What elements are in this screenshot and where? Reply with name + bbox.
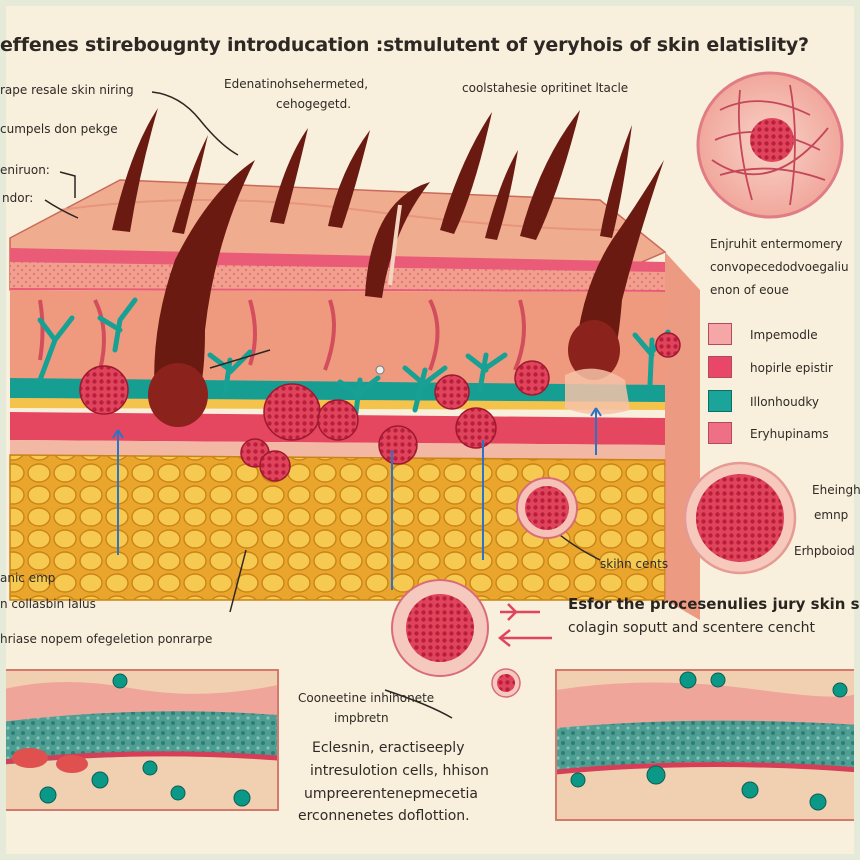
left-label-1: rape resale skin niring bbox=[0, 83, 134, 97]
right-label-1: Eheinght bbox=[812, 483, 860, 497]
exchange-arrows bbox=[497, 603, 552, 647]
left-label-7: hriase nopem ofegeletion ponrarpe bbox=[0, 632, 213, 646]
left-label-4: ndor: bbox=[2, 191, 34, 205]
legend-label-4: Eryhupinams bbox=[750, 427, 829, 441]
legend-header-line3: enon of eoue bbox=[710, 283, 789, 297]
bottom-para-line2: intresulotion cells, hhison bbox=[310, 763, 489, 779]
left-label-5: anic emp bbox=[0, 571, 56, 585]
diagram-title: effenes stirebougnty introducation :stmu… bbox=[0, 34, 809, 56]
legend-header-line1: Enjruhit entermomery bbox=[710, 237, 843, 251]
legend-label-2: hopirle epistir bbox=[750, 361, 833, 375]
magnified-tissue-top bbox=[696, 71, 844, 219]
legend-header-line2: convopecedodvoegaliu bbox=[710, 260, 849, 274]
hairs bbox=[112, 108, 664, 427]
skin-cells-label: skihn cents bbox=[600, 557, 669, 571]
top-center-label-line2: cehogegetd. bbox=[276, 97, 352, 111]
legend-swatch-1 bbox=[708, 323, 732, 345]
callout-line1: Esfor the procesenulies jury skin skin bbox=[568, 595, 860, 613]
callout-line2: colagin soputt and scentere cencht bbox=[568, 620, 816, 636]
left-label-3: eniruon: bbox=[0, 163, 50, 177]
bottom-para-line1: Eclesnin, eractiseeply bbox=[312, 740, 465, 756]
bottom-label-line2: impbretn bbox=[334, 711, 389, 725]
tissue-panel-right bbox=[555, 669, 860, 821]
teal-cells bbox=[37, 297, 671, 423]
left-label-2: cumpels don pekge bbox=[0, 122, 118, 136]
bottom-para-line4: erconnenetes doflottion. bbox=[298, 808, 470, 824]
tissue-panel-left bbox=[0, 669, 279, 811]
bottom-para-line3: umpreerentenepmecetia bbox=[304, 786, 479, 802]
legend-label-1: Impemodle bbox=[750, 328, 818, 342]
legend-swatch-2 bbox=[708, 356, 732, 378]
right-label-2: emnp bbox=[814, 508, 849, 522]
cell-clusters bbox=[79, 332, 681, 482]
vessels bbox=[112, 407, 602, 590]
top-right-label: coolstahesie opritinet ltacle bbox=[462, 81, 629, 95]
bottom-label-line1: Cooneetine inhihonete bbox=[298, 691, 435, 705]
magnified-cluster-center bbox=[391, 579, 521, 698]
legend-label-3: Illonhoudky bbox=[750, 395, 819, 409]
legend-swatch-4 bbox=[708, 422, 732, 444]
left-label-6: n collasbin lalus bbox=[0, 597, 96, 611]
top-center-label-line1: Edenatinohsehermeted, bbox=[224, 77, 369, 91]
right-label-3: Erhpboiod bbox=[794, 544, 855, 558]
magnified-cluster-right bbox=[683, 461, 797, 575]
legend-swatch-3 bbox=[708, 390, 732, 412]
